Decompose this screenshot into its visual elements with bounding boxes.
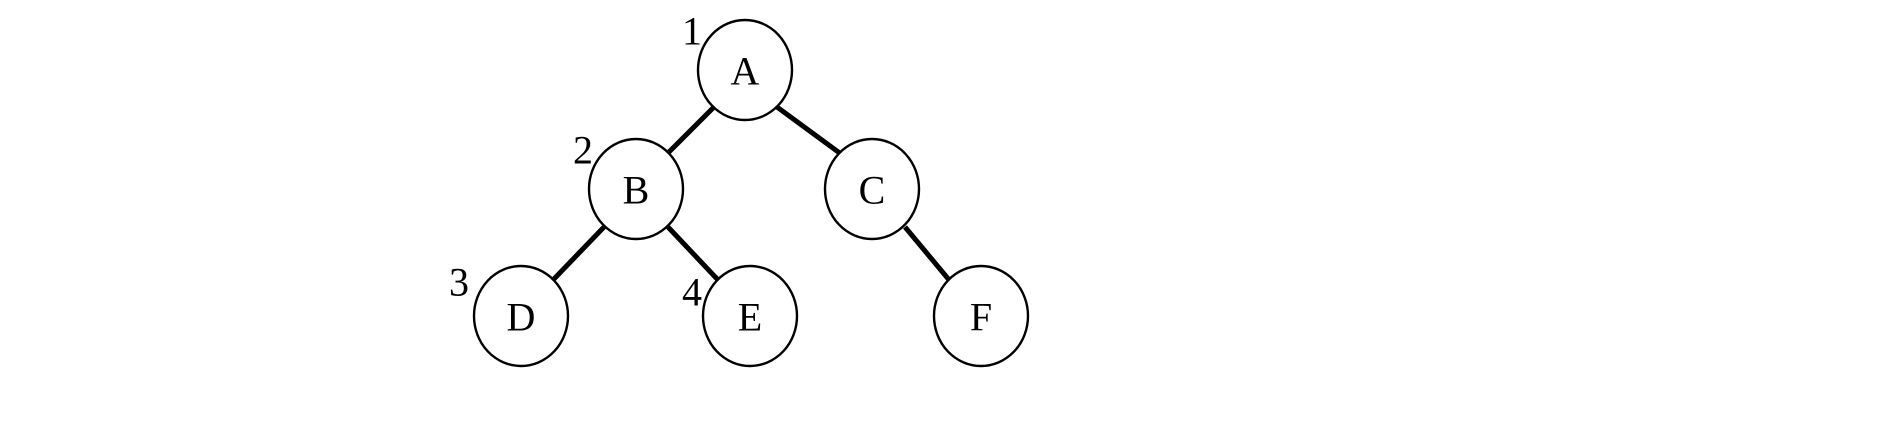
tree-node-f[interactable]: F (932, 264, 1030, 368)
node-label-c: C (859, 168, 886, 213)
node-label-b: B (623, 168, 650, 213)
tree-edge-b-d (551, 225, 606, 282)
tree-node-a[interactable]: A (696, 18, 794, 122)
node-circle-e[interactable] (701, 264, 799, 368)
tree-edge-a-b (666, 105, 716, 155)
visit-order-label-e: 4 (682, 270, 702, 315)
tree-node-b[interactable]: B (587, 137, 685, 241)
tree-edge-b-e (666, 225, 721, 283)
node-circle-c[interactable] (823, 137, 921, 241)
tree-node-c[interactable]: C (823, 137, 921, 241)
tree-node-d[interactable]: D (472, 264, 570, 368)
node-circle-a[interactable] (696, 18, 794, 122)
visit-order-label-a: 1 (682, 9, 702, 54)
tree-edge-a-c (775, 104, 843, 157)
visit-order-label-b: 2 (573, 128, 593, 173)
order-labels-group: 1 2 3 4 (449, 9, 702, 315)
edges-group (551, 104, 952, 283)
visit-order-label-d: 3 (449, 260, 469, 305)
tree-edge-c-f (903, 225, 952, 283)
node-label-f: F (970, 295, 992, 340)
tree-node-e[interactable]: E (701, 264, 799, 368)
node-circle-f[interactable] (932, 264, 1030, 368)
node-label-d: D (507, 295, 536, 340)
nodes-group: A B C D E F (472, 18, 1030, 368)
node-circle-d[interactable] (472, 264, 570, 368)
node-label-a: A (731, 49, 760, 94)
node-circle-b[interactable] (587, 137, 685, 241)
node-label-e: E (738, 295, 762, 340)
